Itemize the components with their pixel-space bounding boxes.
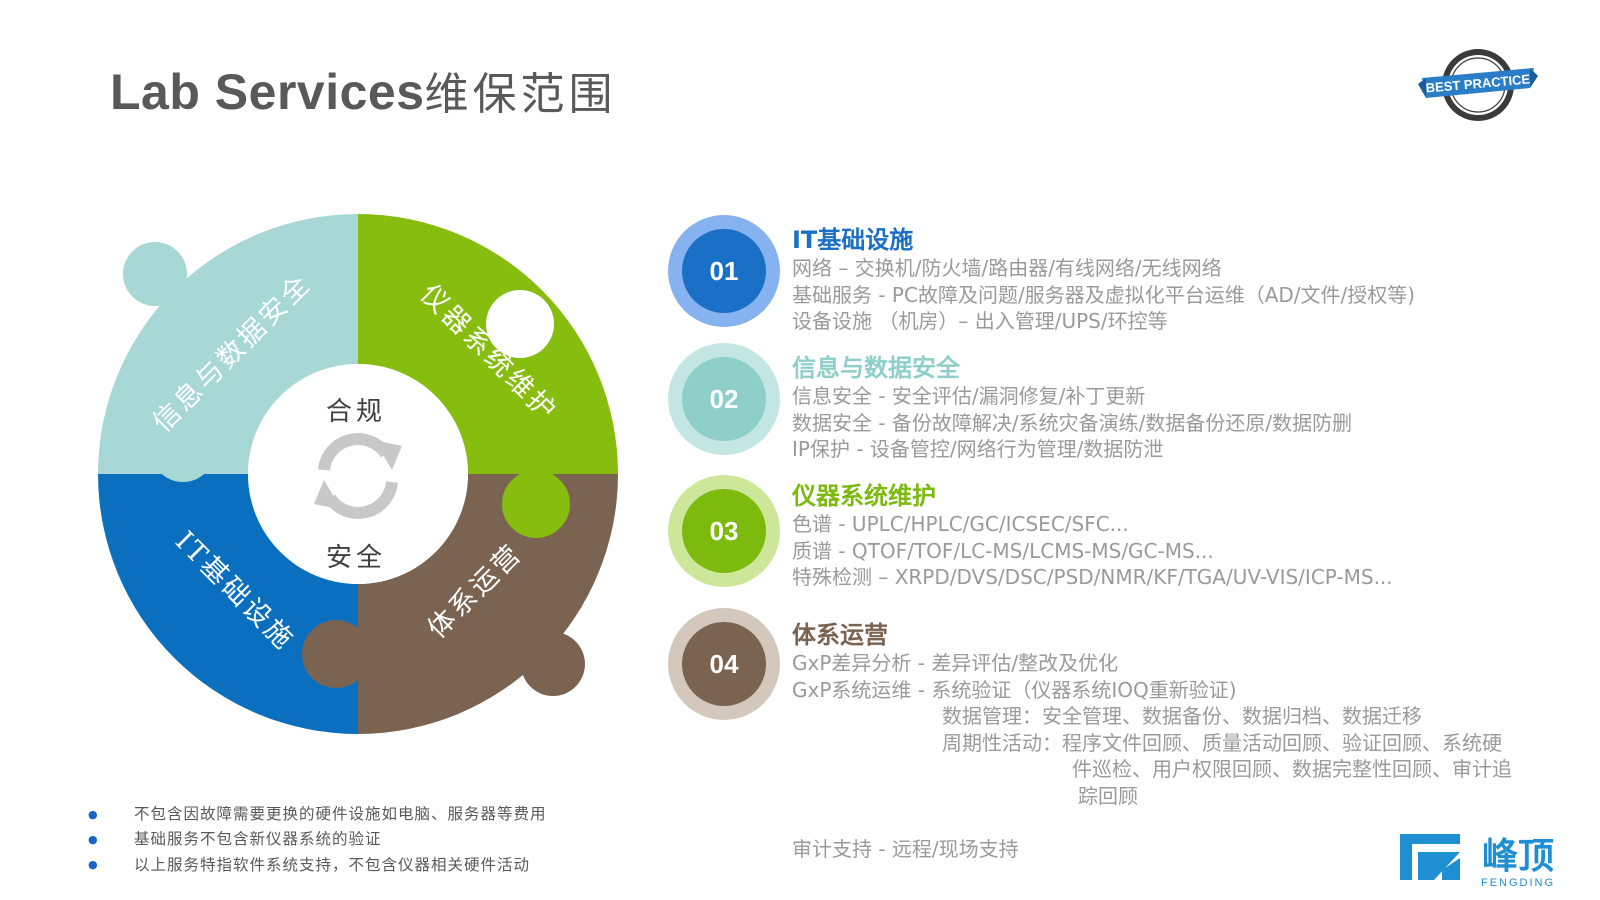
section-body-02: 信息与数据安全 信息安全 - 安全评估/漏洞修复/补丁更新 数据安全 - 备份故… <box>792 353 1352 463</box>
center-label-compliance: 合规 <box>326 397 386 427</box>
section-body-01: IT基础设施 网络 – 交换机/防火墙/路由器/有线网络/无线网络 基础服务 -… <box>792 225 1415 335</box>
footnote-item: ● 不包含因故障需要更换的硬件设施如电脑、服务器等费用 <box>88 802 547 827</box>
tab-operations-left <box>302 620 370 688</box>
section-02-line-2: 数据安全 - 备份故障解决/系统灾备演练/数据备份还原/数据防删 <box>792 410 1353 435</box>
tab-operations-right <box>521 632 585 696</box>
section-04-line-6: 踪回顾 <box>1078 783 1138 808</box>
section-body-04: 体系运营 GxP差异分析 - 差异评估/整改及优化 GxP系统运维 - 系统验证… <box>792 620 1512 862</box>
page-title: Lab Services维保范围 <box>110 58 617 122</box>
section-01-line-3: 设备设施 （机房）– 出入管理/UPS/环控等 <box>792 309 1168 333</box>
section-title-02: 信息与数据安全 <box>792 354 960 382</box>
section-04-line-4: 周期性活动：程序文件回顾、质量活动回顾、验证回顾、系统硬 <box>942 730 1502 755</box>
section-03-line-3: 特殊检测 – XRPD/DVS/DSC/PSD/NMR/KF/TGA/UV-VI… <box>792 565 1393 589</box>
footnote-text: 以上服务特指软件系统支持，不包含仪器相关硬件活动 <box>134 855 531 874</box>
footnote-text: 不包含因故障需要更换的硬件设施如电脑、服务器等费用 <box>134 805 547 823</box>
bullet-icon: ● <box>88 858 99 872</box>
title-cn: 维保范围 <box>424 69 617 120</box>
center-label-security: 安全 <box>326 543 386 573</box>
section-04-line-3: 数据管理：安全管理、数据备份、数据归档、数据迁移 <box>942 704 1422 728</box>
footnote-item: ● 基础服务不包含新仪器系统的验证 <box>88 827 547 852</box>
bullet-icon: ● <box>88 807 99 821</box>
company-logo: 峰顶 FENGDING <box>1400 834 1555 889</box>
section-03-line-1: 色谱 - UPLC/HPLC/GC/ICSEC/SFC... <box>792 512 1129 536</box>
number-badge-02: 02 <box>668 343 780 455</box>
tab-info-top <box>123 242 187 306</box>
puzzle-piece-it <box>98 474 358 734</box>
section-02-line-1: 信息安全 - 安全评估/漏洞修复/补丁更新 <box>792 384 1146 408</box>
footnote-item: ● 以上服务特指软件系统支持，不包含仪器相关硬件活动 <box>88 853 547 878</box>
puzzle-piece-operations <box>358 474 618 734</box>
section-02-line-3: IP保护 - 设备管控/网络行为管理/数据防泄 <box>792 437 1164 461</box>
section-title-04: 体系运营 <box>792 621 888 649</box>
section-04-line-2: GxP系统运维 - 系统验证（仪器系统IOQ重新验证) <box>792 677 1237 702</box>
number-badge-03: 03 <box>668 475 780 587</box>
refresh-arrowhead-top <box>374 440 402 470</box>
section-01-line-1: 网络 – 交换机/防火墙/路由器/有线网络/无线网络 <box>792 256 1222 280</box>
footnote-text: 基础服务不包含新仪器系统的验证 <box>134 830 382 849</box>
center-circle <box>248 364 468 584</box>
notch-operations <box>502 470 570 538</box>
section-title-01: IT基础设施 <box>792 226 914 254</box>
section-title-03: 仪器系统维护 <box>792 482 936 510</box>
number-badge-02-inner: 02 <box>682 357 766 441</box>
puzzle-diagram: 信息与数据安全 仪器系统维护 IT基础设施 体系运营 合规 安全 <box>98 214 618 734</box>
footnotes: ● 不包含因故障需要更换的硬件设施如电脑、服务器等费用 ● 基础服务不包含新仪器系统… <box>88 802 547 878</box>
title-en: Lab Services <box>110 64 425 120</box>
tab-instrument-left <box>358 259 418 319</box>
notch-it <box>151 418 215 482</box>
section-04-line-8: 审计支持 - 远程/现场支持 <box>792 836 1019 861</box>
refresh-arrowhead-bottom <box>314 480 342 510</box>
logo-text-cn: 峰顶 <box>1482 836 1554 877</box>
section-body-03: 仪器系统维护 色谱 - UPLC/HPLC/GC/ICSEC/SFC... 质谱… <box>792 481 1393 591</box>
section-04-line-1: GxP差异分析 - 差异评估/整改及优化 <box>792 651 1119 675</box>
best-practice-badge: BEST PRACTICE <box>1418 49 1538 121</box>
number-badge-01: 01 <box>668 215 780 327</box>
logo-text-en: FENGDING <box>1481 877 1555 889</box>
bullet-icon: ● <box>88 833 99 846</box>
section-01-line-2: 基础服务 - PC故障及问题/服务器及虚拟化平台运维（AD/文件/授权等) <box>792 282 1416 307</box>
section-03-line-2: 质谱 - QTOF/TOF/LC-MS/LCMS-MS/GC-MS... <box>792 538 1214 563</box>
number-badge-01-inner: 01 <box>682 229 766 313</box>
logo-mark-icon <box>1400 834 1460 880</box>
notch-instrument <box>486 290 554 358</box>
number-badge-04-inner: 04 <box>682 622 766 706</box>
number-badge-04: 04 <box>668 608 780 720</box>
section-04-line-5: 件巡检、用户权限回顾、数据完整性回顾、审计追 <box>1072 757 1512 781</box>
puzzle-piece-info-security <box>98 214 358 474</box>
puzzle-piece-instrument <box>358 214 618 474</box>
tab-it-right <box>214 598 282 666</box>
number-badge-03-inner: 03 <box>682 489 766 573</box>
